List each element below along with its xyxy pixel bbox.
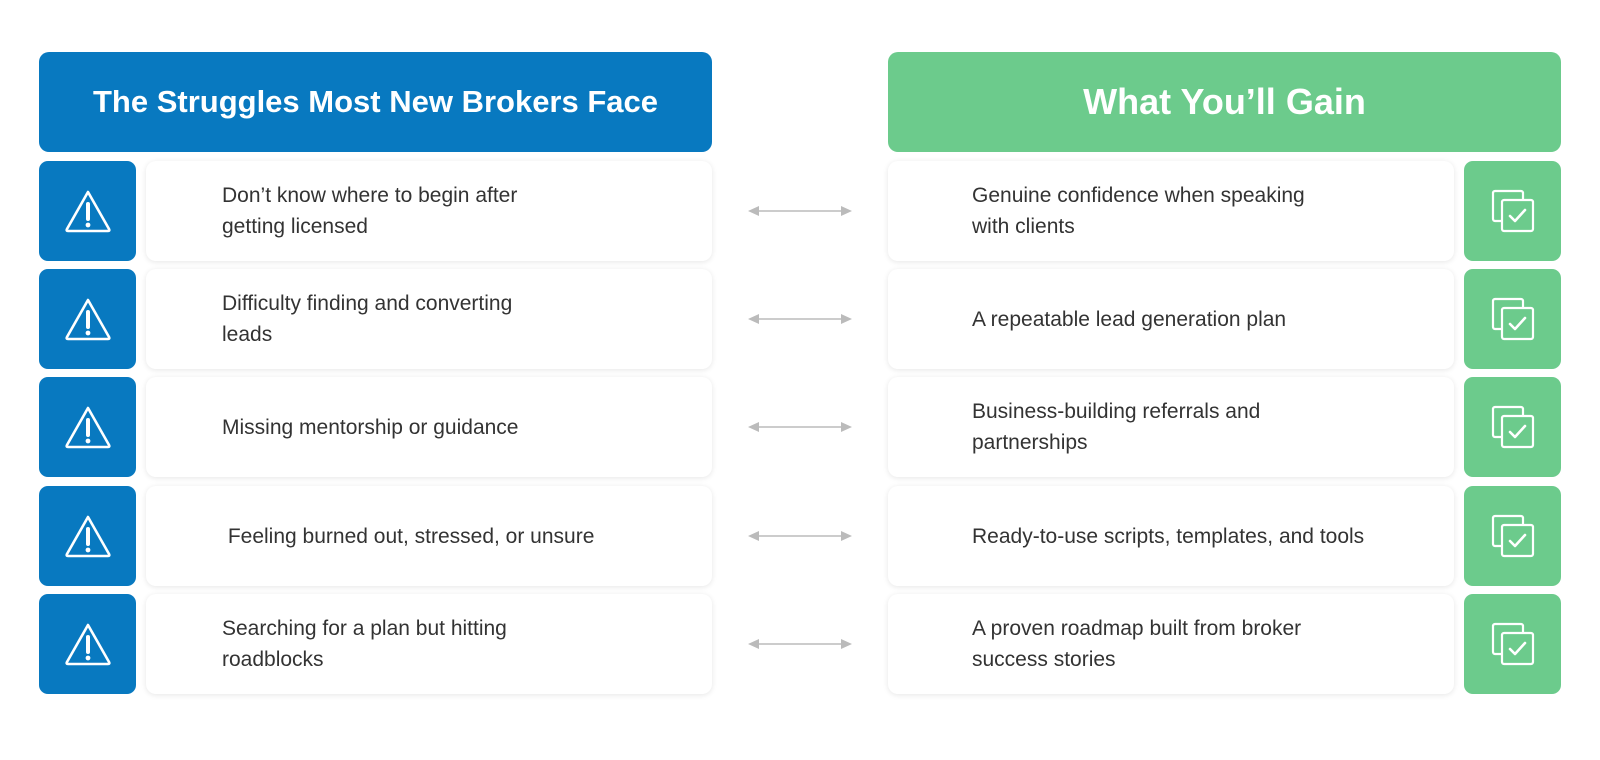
comparison-row: Missing mentorship or guidance Business-…: [0, 377, 1600, 477]
double-arrow-icon: [748, 206, 852, 216]
comparison-row: Feeling burned out, stressed, or unsure …: [0, 486, 1600, 586]
double-arrow-icon: [748, 314, 852, 324]
double-arrow-icon: [748, 422, 852, 432]
struggle-text: Feeling burned out, stressed, or unsure: [222, 524, 595, 548]
check-icon-box: [1464, 486, 1561, 586]
warning-icon-box: [39, 269, 136, 369]
check-icon-box: [1464, 161, 1561, 261]
comparison-row: Searching for a plan but hitting roadblo…: [0, 594, 1600, 694]
struggle-text: Searching for a plan but hitting roadblo…: [222, 617, 507, 671]
double-arrow-icon: [748, 639, 852, 649]
gain-card: Ready-to-use scripts, templates, and too…: [888, 486, 1454, 586]
warning-triangle-icon: [64, 515, 111, 558]
gain-text: A proven roadmap built from broker succe…: [972, 617, 1302, 671]
double-arrow-icon: [748, 531, 852, 541]
struggle-card: Missing mentorship or guidance: [146, 377, 712, 477]
struggle-text: Difficulty finding and converting leads: [222, 292, 513, 346]
gains-header: What You’ll Gain: [888, 52, 1561, 152]
warning-icon-box: [39, 377, 136, 477]
gains-header-title: What You’ll Gain: [1083, 81, 1366, 122]
struggle-card: Feeling burned out, stressed, or unsure: [146, 486, 712, 586]
comparison-row: Difficulty finding and converting leads …: [0, 269, 1600, 369]
check-icon-box: [1464, 269, 1561, 369]
warning-icon-box: [39, 594, 136, 694]
warning-triangle-icon: [64, 623, 111, 666]
check-icon-box: [1464, 377, 1561, 477]
gain-card: A proven roadmap built from broker succe…: [888, 594, 1454, 694]
gain-text: Ready-to-use scripts, templates, and too…: [972, 524, 1365, 548]
comparison-row: Don’t know where to begin after getting …: [0, 161, 1600, 261]
warning-triangle-icon: [64, 406, 111, 449]
struggle-text: Don’t know where to begin after getting …: [222, 184, 518, 238]
checked-copy-icon: [1491, 514, 1534, 558]
gain-text: A repeatable lead generation plan: [972, 307, 1287, 331]
struggle-card: Don’t know where to begin after getting …: [146, 161, 712, 261]
struggles-header-title: The Struggles Most New Brokers Face: [92, 84, 659, 119]
warning-triangle-icon: [64, 190, 111, 233]
check-icon-box: [1464, 594, 1561, 694]
checked-copy-icon: [1491, 622, 1534, 666]
struggle-text: Missing mentorship or guidance: [222, 415, 519, 439]
struggle-card: Difficulty finding and converting leads: [146, 269, 712, 369]
warning-icon-box: [39, 486, 136, 586]
checked-copy-icon: [1491, 189, 1534, 233]
warning-triangle-icon: [64, 298, 111, 341]
gain-card: Business-building referrals and partners…: [888, 377, 1454, 477]
gain-text: Genuine confidence when speaking with cl…: [972, 184, 1305, 238]
gain-card: Genuine confidence when speaking with cl…: [888, 161, 1454, 261]
checked-copy-icon: [1491, 297, 1534, 341]
warning-icon-box: [39, 161, 136, 261]
checked-copy-icon: [1491, 405, 1534, 449]
struggles-header: The Struggles Most New Brokers Face: [39, 52, 712, 152]
struggle-card: Searching for a plan but hitting roadblo…: [146, 594, 712, 694]
gain-card: A repeatable lead generation plan: [888, 269, 1454, 369]
gain-text: Business-building referrals and partners…: [972, 400, 1261, 454]
